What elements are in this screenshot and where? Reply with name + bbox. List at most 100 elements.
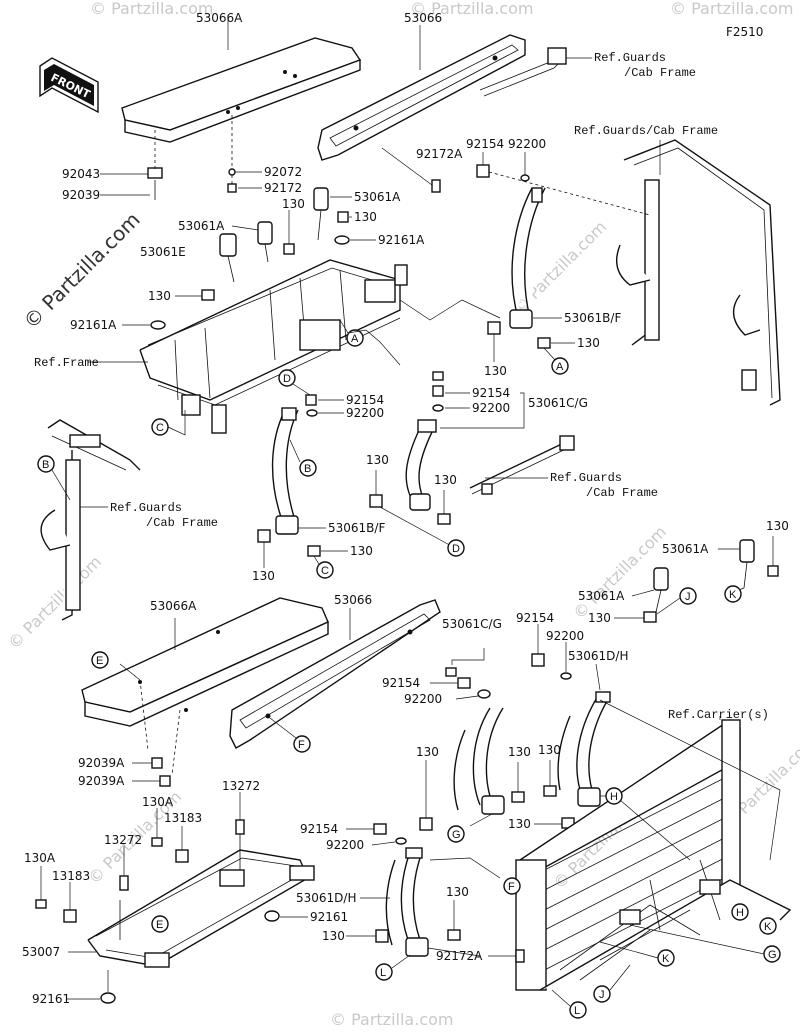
pin-13272 — [235, 819, 245, 835]
part-label: 130A — [24, 851, 56, 865]
part-label: 13183 — [164, 811, 202, 825]
part-label: 92161A — [70, 318, 117, 332]
bolt-130 — [537, 337, 551, 349]
svg-text:H: H — [736, 907, 744, 919]
part-label: 130 — [350, 544, 373, 558]
part-label: 92161A — [378, 233, 425, 247]
part-label: 92200 — [472, 401, 510, 415]
bolt-92154 — [457, 677, 471, 689]
part-label: 92161 — [32, 992, 70, 1006]
buckle-53061A — [257, 221, 273, 263]
watermark: © Partzilla.com — [330, 1010, 453, 1029]
callout-K: K — [724, 585, 742, 603]
callout-E: E — [91, 651, 109, 669]
svg-text:A: A — [556, 361, 564, 373]
part-label: 92072 — [264, 165, 302, 179]
bracket-13183 — [175, 849, 189, 863]
seat-frame-lower — [87, 820, 315, 968]
washer-92200 — [306, 409, 318, 417]
guard-bar-mid — [469, 435, 575, 495]
callout-E: E — [151, 915, 169, 933]
callout-F: F — [293, 735, 311, 753]
part-label: 92161 — [310, 910, 348, 924]
part-label: 92172A — [436, 949, 483, 963]
part-label: 130A — [142, 795, 174, 809]
seatbelt-53061CG — [405, 419, 437, 511]
part-label: 92154 — [300, 822, 338, 836]
part-label: 53061B/F — [328, 521, 385, 535]
part-label: 130 — [282, 197, 305, 211]
callout-G: G — [763, 945, 781, 963]
part-label: 13183 — [52, 869, 90, 883]
part-label: 130 — [434, 473, 457, 487]
buckle-53061A — [313, 187, 329, 241]
part-label: 53061A — [178, 219, 225, 233]
svg-text:L: L — [574, 1005, 580, 1017]
ref-label: /Cab Frame — [586, 486, 658, 500]
part-label: 53007 — [22, 945, 60, 959]
nut — [445, 667, 457, 677]
part-label: 130 — [252, 569, 275, 583]
ref-label: /Cab Frame — [146, 516, 218, 530]
watermark: © Partzilla.com — [410, 0, 533, 18]
bolt-92039A — [159, 775, 171, 787]
damper-92161A — [334, 235, 350, 245]
seatbelt-53061CG — [453, 707, 505, 815]
part-label: 130 — [148, 289, 171, 303]
part-label: 92039A — [78, 774, 125, 788]
ref-label: Ref.Guards — [110, 501, 182, 515]
seat-frame-upper — [139, 259, 408, 434]
svg-text:J: J — [599, 989, 605, 1001]
bolt-130 — [767, 565, 779, 577]
callout-C: C — [316, 561, 334, 579]
part-label: 92154 — [346, 393, 384, 407]
bolt-130 — [369, 494, 383, 508]
part-label: 53066 — [334, 593, 372, 607]
part-label: 130 — [366, 453, 389, 467]
part-label: 53061D/H — [568, 649, 628, 663]
svg-text:K: K — [729, 589, 737, 601]
damper-92161A — [150, 320, 166, 330]
part-label: 53066A — [150, 599, 197, 613]
callout-D: D — [278, 369, 296, 387]
part-label: 92154 — [382, 676, 420, 690]
svg-text:D: D — [283, 373, 291, 385]
svg-text:H: H — [610, 791, 618, 803]
part-label: 53061C/G — [528, 396, 588, 410]
ref-label: Ref.Carrier(s) — [668, 708, 769, 722]
callout-K: K — [657, 949, 675, 967]
part-label: 92043 — [62, 167, 100, 181]
ref-label: Ref.Guards — [594, 51, 666, 65]
callout-D: D — [447, 539, 465, 557]
svg-text:E: E — [96, 655, 103, 667]
bolt-130 — [375, 929, 389, 943]
part-label: 53061A — [662, 542, 709, 556]
bolt-130 — [543, 785, 557, 797]
part-label: 53061E — [140, 245, 186, 259]
part-label: 130 — [508, 745, 531, 759]
part-label: 92200 — [404, 692, 442, 706]
part-label: 130 — [322, 929, 345, 943]
ref-label: Ref.Frame — [34, 356, 99, 370]
svg-text:K: K — [662, 953, 670, 965]
svg-text:B: B — [304, 463, 311, 475]
svg-text:L: L — [380, 967, 386, 979]
cab-frame-right — [616, 139, 781, 406]
figure-id: F2510 — [726, 25, 763, 39]
part-label: 92154 — [472, 386, 510, 400]
washer-92200 — [520, 174, 530, 182]
part-label: 92172A — [416, 147, 463, 161]
callout-B: B — [37, 455, 55, 473]
callout-G: G — [447, 825, 465, 843]
buckle-53061A — [653, 567, 669, 613]
part-label: 53066 — [404, 11, 442, 25]
bolt-92154 — [305, 394, 317, 406]
part-label: 130 — [538, 743, 561, 757]
bolt-130 — [511, 791, 525, 803]
seatbelt-53061DH — [385, 847, 429, 957]
part-label: 53061B/F — [564, 311, 621, 325]
svg-text:C: C — [156, 422, 164, 434]
seatbelt-53061BF — [271, 407, 299, 535]
pin-13272 — [119, 875, 129, 891]
seat-cushion-top — [121, 15, 362, 143]
